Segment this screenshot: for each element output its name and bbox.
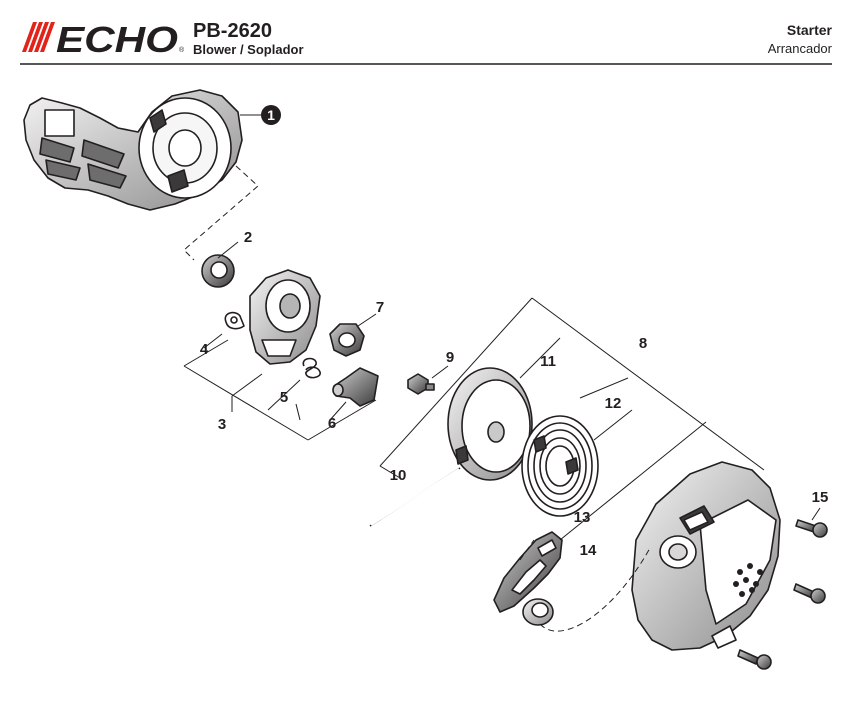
model-number: PB-2620 [193,20,272,42]
callout-14: 14 [580,542,597,559]
callout-15: 15 [812,489,829,506]
pawl-part [332,367,379,407]
dashed-assembly-lines [183,165,651,632]
callout-3: 3 [218,416,226,433]
echo-logo: ECHO ® [22,19,185,60]
callouts: 1 2 3 4 5 6 7 8 9 10 11 12 13 14 15 [200,105,829,559]
callout-11: 11 [540,353,556,370]
rope-reel-part [447,367,533,481]
clip-part [224,311,245,330]
screw-part [793,583,826,604]
recoil-spring-part [521,415,599,517]
brand-logo-text: ECHO [56,19,178,60]
callout-8: 8 [639,335,647,352]
washer-part [201,254,235,288]
callout-1: 1 [267,107,275,123]
spring-part [302,357,321,379]
screw-part [737,649,772,670]
nut-part [329,323,365,357]
section-title: Starter [787,22,833,38]
callout-12: 12 [605,395,622,412]
callout-4: 4 [200,341,209,358]
callout-2: 2 [244,229,252,246]
svg-text:®: ® [179,46,185,54]
starter-handle-part [493,531,563,613]
starter-cover-part [631,461,781,651]
leader-lines [183,114,821,541]
pin-part [407,373,435,395]
section-title-es: Arrancador [768,41,833,56]
callout-7: 7 [376,299,384,316]
callout-10: 10 [390,467,407,484]
product-subtitle: Blower / Soplador [193,42,304,57]
grommet-part [522,598,554,626]
fan-housing-part [23,89,243,211]
ratchet-housing-part [249,269,321,365]
callout-6: 6 [328,415,336,432]
screw-part [795,519,828,538]
callout-5: 5 [280,389,288,406]
header: ECHO ® PB-2620 Blower / Soplador Starter… [20,19,833,65]
rope-part [369,467,461,527]
callout-1-badge [261,105,281,125]
callout-13: 13 [574,509,591,526]
callout-9: 9 [446,349,454,366]
